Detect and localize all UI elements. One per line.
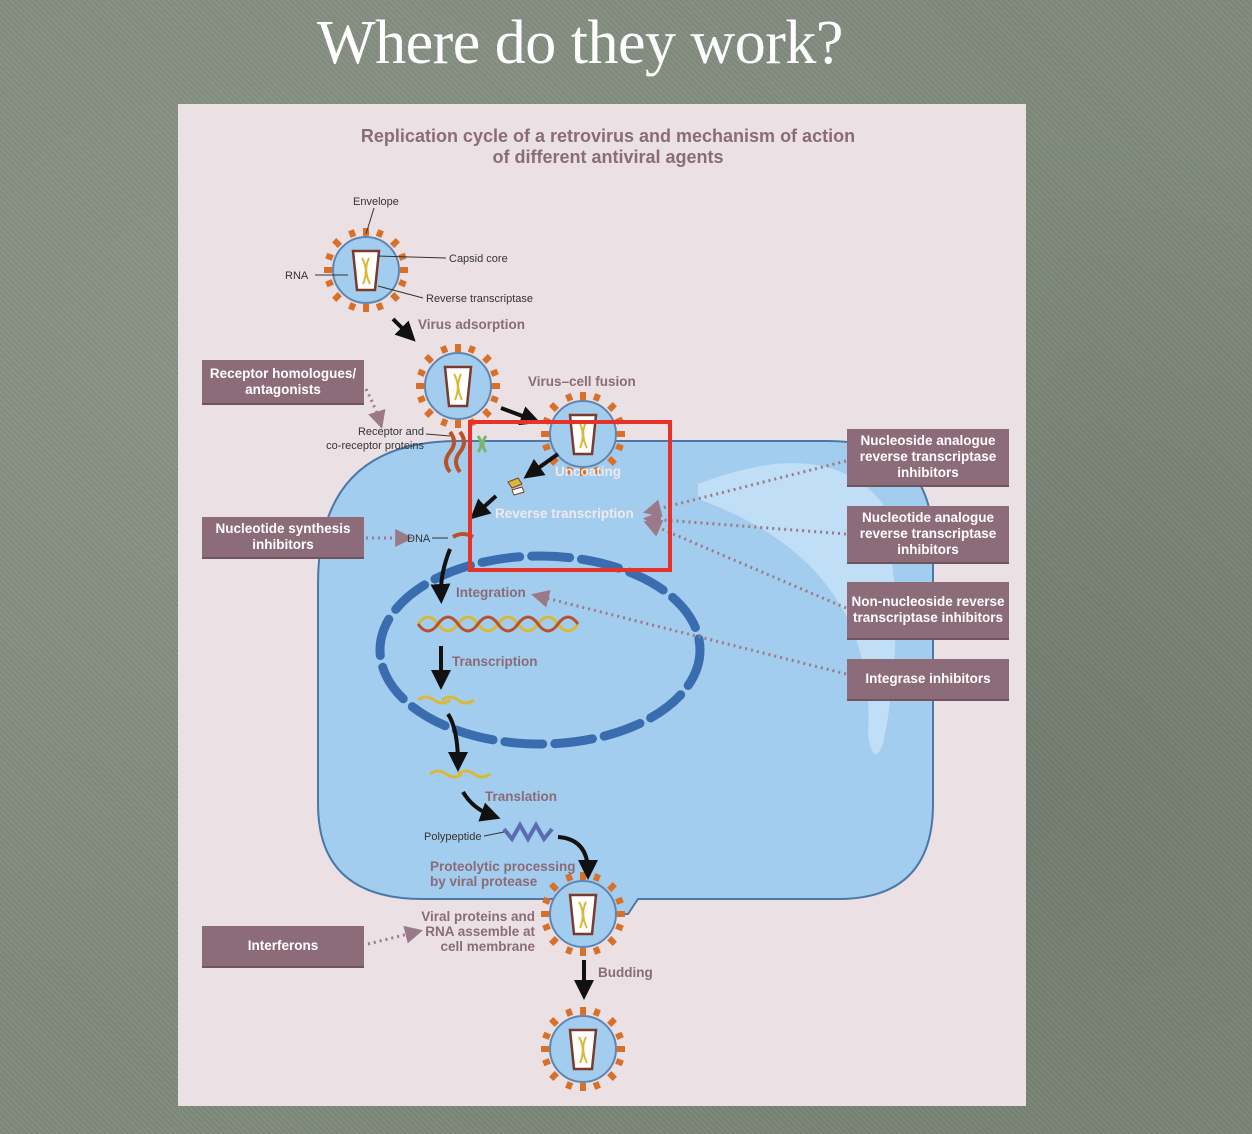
step-proteolytic-line1: Proteolytic processing [430, 859, 576, 874]
step-virus-adsorption: Virus adsorption [418, 317, 525, 332]
label-capsid-core: Capsid core [449, 253, 508, 265]
nucleus-envelope [375, 551, 705, 749]
highlight-box [468, 420, 672, 572]
label-reverse-transcriptase: Reverse transcriptase [426, 293, 533, 305]
virus-budded-icon [539, 1005, 627, 1093]
virus-adsorbed-icon [414, 342, 502, 430]
step-assemble-line3: cell membrane [440, 939, 535, 954]
step-uncoating: Uncoating [555, 464, 621, 479]
label-receptor-line1: Receptor and [358, 426, 424, 438]
step-proteolytic-line2: by viral protease [430, 874, 538, 889]
drug-box-nucleoside-analogue: Nucleoside analogue reverse transcriptas… [847, 429, 1009, 487]
step-assemble-line2: RNA assemble at [425, 924, 535, 939]
step-assemble-line1: Viral proteins and [421, 909, 535, 924]
drug-box-non-nucleoside: Non-nucleoside reverse transcriptase inh… [847, 582, 1009, 640]
label-polypeptide: Polypeptide [424, 831, 482, 843]
figure-title-line2: of different antiviral agents [492, 147, 724, 167]
step-transcription: Transcription [452, 654, 538, 669]
drug-box-nucleotide-synthesis: Nucleotide synthesis inhibitors [202, 517, 364, 559]
drug-box-interferons: Interferons [202, 926, 364, 968]
virus-assembling-icon [539, 870, 627, 958]
step-translation: Translation [485, 789, 557, 804]
virus-particle-icon [322, 226, 410, 314]
label-envelope: Envelope [353, 196, 399, 208]
step-budding: Budding [598, 965, 653, 980]
step-virus-cell-fusion: Virus–cell fusion [528, 374, 636, 389]
label-rna: RNA [285, 270, 309, 282]
drug-box-receptor-homologues: Receptor homologues/ antagonists [202, 360, 364, 405]
label-dna: DNA [407, 533, 431, 545]
step-reverse-transcription: Reverse transcription [495, 506, 634, 521]
slide-title: Where do they work? [317, 9, 843, 77]
figure-title: Replication cycle of a retrovirus and me… [178, 126, 1038, 168]
figure-title-line1: Replication cycle of a retrovirus and me… [360, 126, 856, 146]
label-receptor-line2: co-receptor proteins [326, 440, 424, 452]
step-integration: Integration [456, 585, 526, 600]
diagram-panel: Replication cycle of a retrovirus and me… [178, 104, 1026, 1106]
drug-box-integrase: Integrase inhibitors [847, 659, 1009, 701]
drug-box-nucleotide-analogue: Nucleotide analogue reverse transcriptas… [847, 506, 1009, 564]
replication-cycle-diagram: Envelope Capsid core RNA Reverse transcr… [285, 196, 934, 1093]
